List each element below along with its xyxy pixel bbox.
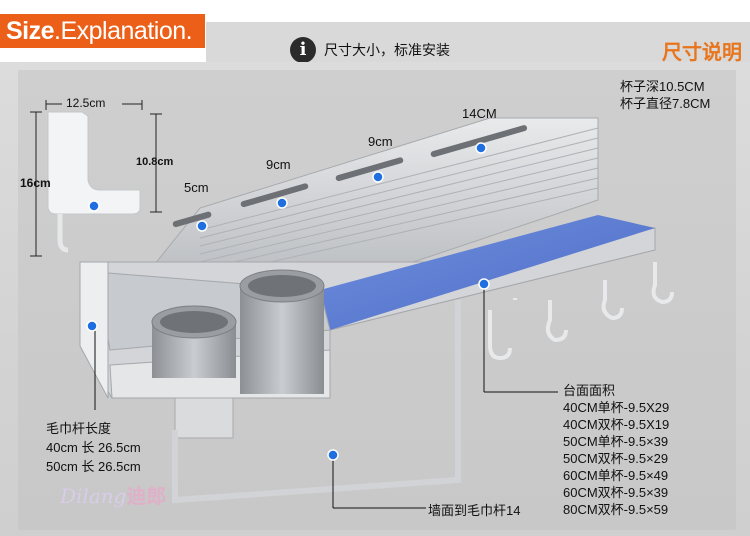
dim-slot-14: 14CM [462,106,497,121]
size-description-title: 尺寸说明 [662,42,742,64]
brand-logo: Dilang迪郎 [60,484,167,508]
dim-slot-5: 5cm [184,180,209,195]
shelf-blue-mat [320,215,655,330]
cup-depth: 杯子深10.5CM [620,79,705,94]
back-ridges [199,127,599,279]
towel-bar [172,300,461,504]
surface-row: 40CM双杯-9.5X19 [563,417,670,432]
dim-slot-9b: 9cm [368,134,393,149]
surface-row: 80CM双杯-9.5×59 [563,502,669,517]
surface-row: 60CM双杯-9.5×39 [563,485,669,500]
surface-row: 60CM单杯-9.5×49 [563,468,669,483]
cup-diameter: 杯子直径7.8CM [620,96,711,111]
towel-title: 毛巾杆长度 [46,421,112,436]
dim-inner-height: 10.8cm [136,156,174,168]
cup-holder [151,269,325,439]
size-explanation-badge: Size.Explanation. [0,14,205,48]
towel-line-1: 40cm 长 26.5cm [46,440,141,455]
marker-dots [86,142,490,461]
dim-slot-9a: 9cm [266,157,291,172]
towel-line-2: 50cm 长 26.5cm [46,459,141,474]
leader-lines [94,285,558,509]
knife-slots [172,125,528,228]
surface-title: 台面面积 [563,383,616,398]
dim-height-side: 16cm [20,176,51,190]
surface-row: 50CM双杯-9.5×29 [563,451,669,466]
info-icon: i [290,37,316,63]
surface-row: 40CM单杯-9.5X29 [563,400,670,415]
header-title: 尺寸大小，标准安装 [324,42,450,58]
wall-to-towel-bar: 墙面到毛巾杆14 [428,503,521,518]
top-bar: Size.Explanation. [0,0,750,62]
hooks [488,262,674,361]
side-profile [30,100,162,257]
dim-width-side: 12.5cm [66,96,106,110]
surface-row: 50CM单杯-9.5×39 [563,434,669,449]
